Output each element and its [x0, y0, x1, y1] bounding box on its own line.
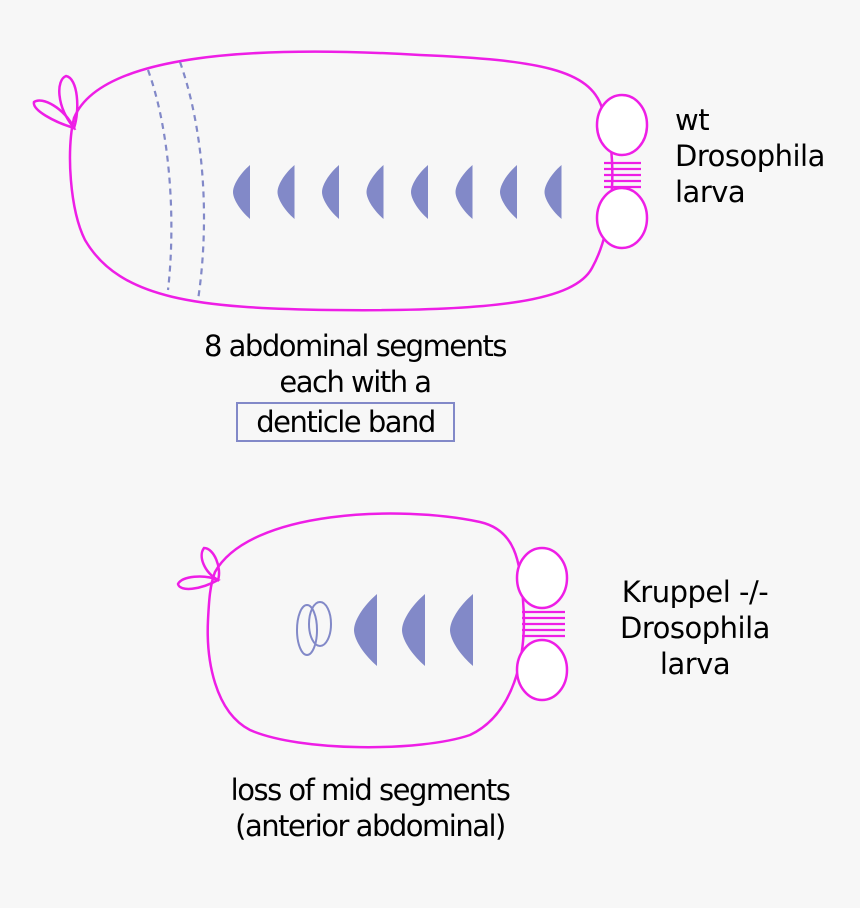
wt-body-outline	[68, 50, 614, 312]
kr-spiracle-lines	[522, 610, 565, 638]
wt-anterior-loop-bottom	[32, 99, 77, 131]
wt-caption: 8 abdominal segments each with a	[185, 328, 525, 400]
wt-larva-label: wt Drosophila larva	[675, 102, 825, 210]
kr-label-line-1: Kruppel -/-	[621, 575, 769, 609]
kr-denticle-band	[450, 594, 473, 666]
kr-posterior-lobe-bottom	[515, 638, 569, 702]
wt-spiracle-lines	[604, 161, 641, 189]
kr-caption-line-1: loss of mid segments	[230, 773, 511, 807]
kr-anterior-loop-bottom	[176, 575, 221, 591]
kruppel-larva	[176, 512, 569, 749]
wt-denticle-band	[500, 165, 517, 219]
wt-denticle-band	[411, 165, 428, 219]
kr-denticle-band	[402, 594, 425, 666]
wt-label-line-3: larva	[675, 175, 746, 209]
kr-denticle-band	[354, 594, 377, 666]
kr-posterior-lobe-top	[515, 546, 569, 610]
wt-anterior-loop-top	[58, 74, 79, 131]
wt-label-line-2: Drosophila	[675, 139, 825, 173]
wt-label-line-1: wt	[675, 103, 710, 137]
kr-label-line-3: larva	[659, 647, 731, 681]
wt-denticle-band	[233, 165, 250, 219]
wt-larva	[32, 50, 649, 312]
wt-head-boundary-1	[146, 69, 173, 291]
wt-caption-line-1: 8 abdominal segments	[203, 329, 508, 363]
kruppel-larva-label: Kruppel -/- Drosophila larva	[600, 574, 790, 682]
wt-denticle-band	[322, 165, 339, 219]
wt-caption-line-2: each with a	[279, 365, 432, 399]
wt-posterior-lobe-bottom	[595, 186, 649, 250]
wt-denticle-band	[366, 165, 384, 219]
kr-label-line-2: Drosophila	[620, 611, 770, 645]
wt-denticle-band	[455, 165, 473, 219]
denticle-band-label: denticle band	[256, 405, 436, 439]
wt-denticle-band	[277, 165, 295, 219]
kr-caption-line-2: (anterior abdominal)	[235, 809, 506, 843]
wt-denticle-bands	[233, 165, 562, 219]
denticle-band-box	[236, 402, 455, 442]
kruppel-caption: loss of mid segments (anterior abdominal…	[200, 772, 540, 844]
kr-anterior-oval-left	[296, 604, 318, 656]
kr-anterior-loop-top	[200, 546, 221, 582]
kr-body-outline	[206, 512, 526, 749]
wt-denticle-band	[544, 165, 562, 219]
wt-head-boundary-2	[178, 61, 206, 301]
kr-denticle-bands	[354, 594, 473, 666]
wt-posterior-lobe-top	[595, 93, 649, 157]
kr-anterior-oval-right	[308, 601, 332, 647]
